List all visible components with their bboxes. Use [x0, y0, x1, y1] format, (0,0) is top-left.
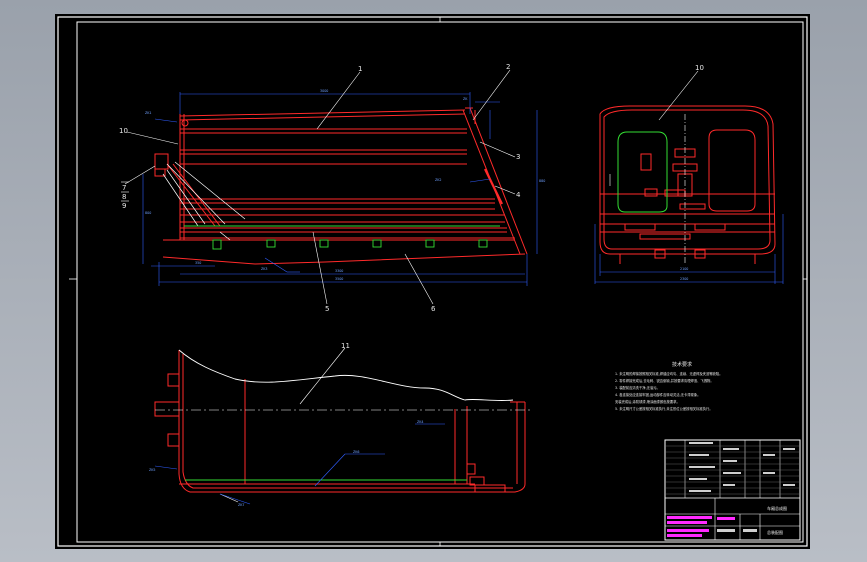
callout-4: 4 — [516, 191, 521, 199]
title-subtitle: 总装配图 — [767, 529, 783, 535]
callout-5: 5 — [325, 305, 329, 313]
drawing-sheet[interactable]: 3000 3300 3500 880 800 350 ZK ZK1 ZK2 ZK… — [55, 14, 810, 549]
title-drawing-name: 车厢总成图 — [767, 505, 787, 511]
callout-7: 7 — [122, 184, 126, 192]
side-view — [599, 105, 776, 264]
floor-pads — [184, 225, 500, 250]
svg-text:ZK: ZK — [463, 97, 468, 101]
front-dimensions — [142, 92, 538, 286]
tech-note-line-3: 3. 装配前应清洗干净,无油污。 — [615, 385, 660, 390]
tech-notes: 技术要求 1. 未注明的焊接按照相关标准,焊缝应均匀、连续、无虚焊及夹渣等缺陷。… — [615, 361, 722, 411]
front-callouts: 1 2 3 4 5 6 7 8 9 10 — [119, 63, 521, 313]
svg-text:ZK1: ZK1 — [145, 111, 152, 115]
svg-text:ZK6: ZK6 — [353, 450, 360, 454]
callout-10: 10 — [119, 127, 128, 135]
tech-notes-heading: 技术要求 — [672, 361, 692, 368]
svg-text:ZK2: ZK2 — [435, 178, 442, 182]
svg-text:3000: 3000 — [320, 89, 328, 93]
tech-note-line-2: 2. 零件焊接完成后,去毛刺、锐边倒钝,并按要求清理焊渣、飞溅物。 — [615, 378, 714, 383]
svg-text:3300: 3300 — [335, 269, 343, 273]
tech-note-line-4: 4. 各连接处应连接牢固,运动部件应转动灵活,无卡滞现象。 — [615, 392, 700, 397]
svg-text:ZK7: ZK7 — [238, 503, 245, 507]
tech-note-line-1: 1. 未注明的焊接按照相关标准,焊缝应均匀、连续、无虚焊及夹渣等缺陷。 — [615, 371, 722, 376]
callout-9: 9 — [122, 202, 126, 210]
svg-text:350: 350 — [195, 261, 201, 265]
side-callout-10: 10 — [695, 64, 704, 72]
svg-text:ZK4: ZK4 — [417, 420, 424, 424]
sheet-outer-border — [57, 16, 808, 547]
plan-break-line — [178, 349, 514, 402]
svg-text:2300: 2300 — [680, 277, 688, 281]
front-dim-labels: 3000 3300 3500 880 800 350 ZK ZK1 ZK2 ZK… — [145, 89, 545, 281]
callout-6: 6 — [431, 305, 436, 313]
plan-view — [154, 350, 526, 493]
callout-2: 2 — [506, 63, 510, 71]
svg-text:2100: 2100 — [680, 267, 688, 271]
title-block: 车厢总成图 总装配图 — [664, 439, 801, 541]
plan-callout-11: 11 — [341, 342, 350, 350]
tech-note-line-6: 5. 未注明尺寸公差按相关标准执行,未注形位公差按相关标准执行。 — [615, 406, 713, 411]
cad-drawing: 3000 3300 3500 880 800 350 ZK ZK1 ZK2 ZK… — [57, 16, 808, 547]
front-leaders — [121, 69, 516, 305]
side-view-door-seal — [617, 131, 668, 213]
callout-3: 3 — [516, 153, 520, 161]
front-view — [154, 107, 528, 265]
tech-note-line-5: 安装完成后,涂防锈漆,喷涂面漆颜色按要求。 — [615, 399, 680, 404]
callout-1: 1 — [358, 65, 362, 73]
svg-text:3500: 3500 — [335, 277, 343, 281]
svg-text:ZK3: ZK3 — [261, 267, 268, 271]
svg-text:880: 880 — [539, 179, 545, 183]
svg-text:ZK5: ZK5 — [149, 468, 156, 472]
svg-text:800: 800 — [145, 211, 151, 215]
callout-8: 8 — [122, 193, 126, 201]
